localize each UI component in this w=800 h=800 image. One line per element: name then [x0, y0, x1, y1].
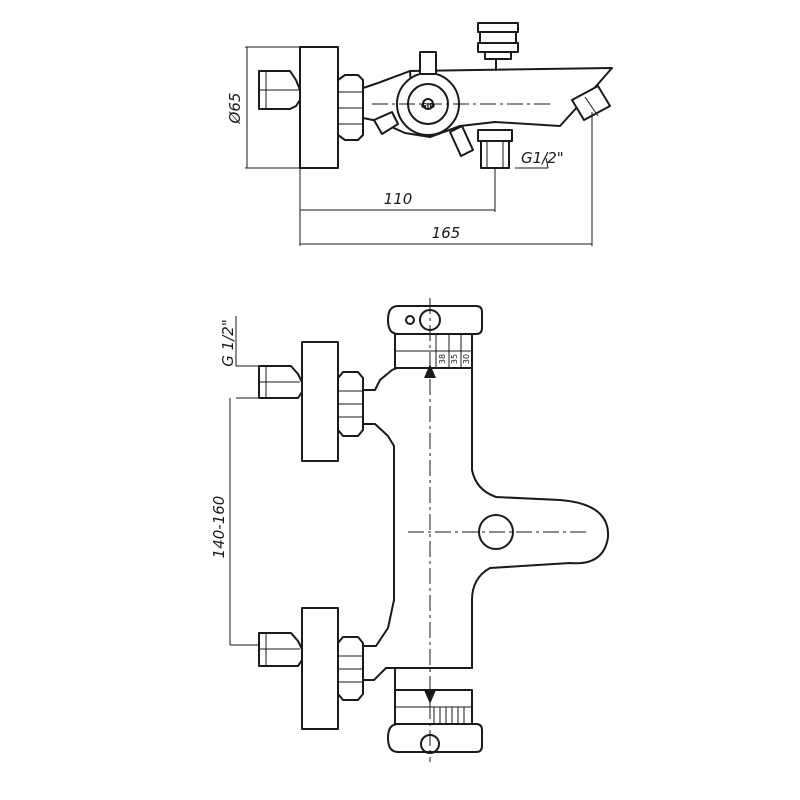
front-view: G 1/2" 140-160: [210, 298, 610, 762]
spacing-dimension: G 1/2" 140-160: [210, 316, 259, 646]
scale-mark-35: 35: [450, 354, 459, 364]
diameter-label: Ø65: [226, 93, 244, 125]
lower-inlet: [258, 607, 364, 730]
shower-outlet: [477, 22, 519, 71]
dim-110-label: 110: [384, 190, 413, 208]
wall-connector: [258, 46, 339, 169]
spacing-label: 140-160: [210, 496, 228, 559]
dim-165-label: 165: [432, 224, 461, 242]
thread-label-front: G 1/2": [219, 319, 237, 366]
control-knob: [478, 514, 514, 550]
scale-mark-38: 38: [438, 354, 447, 364]
upper-inlet: [258, 341, 364, 462]
scale-mark-30: 30: [462, 354, 471, 364]
thread-label-top: G1/2": [521, 149, 564, 167]
front-body: [362, 351, 610, 691]
bottom-inlet: G1/2": [477, 129, 564, 169]
diameter-dimension: Ø65: [226, 46, 302, 169]
brand-logo: GID: [421, 102, 435, 110]
hex-nut: [337, 74, 364, 141]
bottom-cap: [387, 689, 483, 754]
top-view: Ø65 GID: [226, 22, 613, 246]
length-dimensions: 110 165: [299, 112, 593, 246]
top-cap: 38 35 30: [387, 305, 483, 378]
